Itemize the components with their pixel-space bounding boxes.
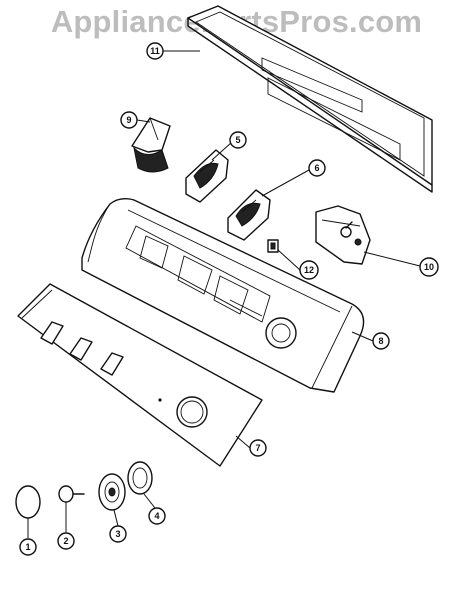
part-8-console <box>81 197 365 393</box>
callout-10: 10 <box>419 257 439 277</box>
svg-text:9: 9 <box>126 115 131 125</box>
callout-11: 11 <box>146 42 164 60</box>
callout-12: 12 <box>299 260 319 280</box>
callout-3: 3 <box>109 525 127 543</box>
svg-text:10: 10 <box>424 262 434 272</box>
callout-7: 7 <box>249 439 267 457</box>
svg-text:4: 4 <box>154 511 159 521</box>
part-10-timer <box>315 205 371 265</box>
svg-text:12: 12 <box>304 265 314 275</box>
callout-5: 5 <box>229 131 247 149</box>
part-7-front-panel <box>17 283 263 467</box>
svg-text:7: 7 <box>255 443 260 453</box>
svg-text:1: 1 <box>25 542 30 552</box>
callout-2: 2 <box>57 532 75 550</box>
part-3-knob-ring <box>98 473 126 511</box>
part-11-rear-panel <box>187 5 433 193</box>
callout-4: 4 <box>148 507 166 525</box>
svg-text:2: 2 <box>63 536 68 546</box>
part-5-switch <box>185 149 229 203</box>
callout-9: 9 <box>120 111 138 129</box>
svg-text:8: 8 <box>378 336 383 346</box>
callout-6: 6 <box>308 159 326 177</box>
part-9-knob <box>131 117 171 173</box>
svg-text:11: 11 <box>150 46 160 56</box>
leader-lines <box>27 50 421 538</box>
part-6-switch <box>227 189 271 241</box>
svg-text:3: 3 <box>115 529 120 539</box>
part-12-clip <box>267 239 279 253</box>
svg-text:6: 6 <box>314 163 319 173</box>
part-1-cap <box>15 485 41 519</box>
part-4-bezel <box>127 461 153 495</box>
callout-8: 8 <box>372 332 390 350</box>
svg-text:5: 5 <box>235 135 240 145</box>
part-2-shaft <box>58 485 85 503</box>
callout-1: 1 <box>19 538 37 556</box>
